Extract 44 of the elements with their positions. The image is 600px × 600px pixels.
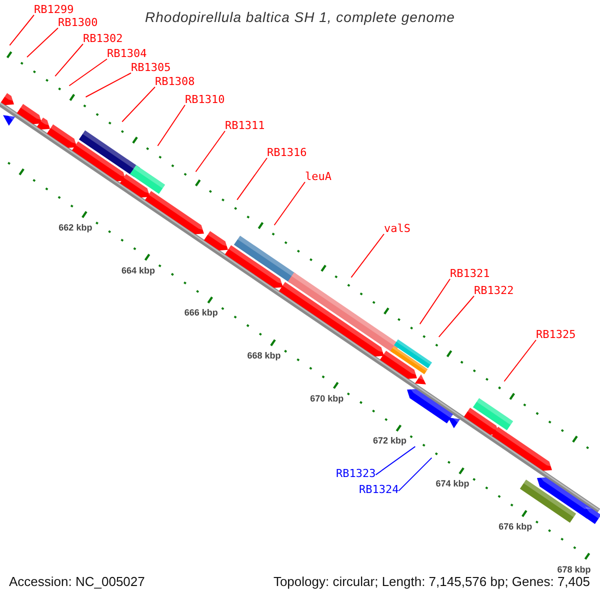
gene-label: leuA [305, 170, 332, 183]
leader-line [85, 72, 132, 98]
gene-label: RB1311 [225, 119, 265, 132]
leader-line [236, 158, 268, 200]
leader-line [9, 14, 34, 46]
scale-label: 672 kbp [372, 436, 406, 447]
scale-label: 674 kbp [436, 478, 470, 490]
scale-label: 670 kbp [310, 393, 344, 404]
scale-label: 676 kbp [498, 521, 532, 532]
leader-line [122, 86, 156, 122]
gene-label: RB1302 [83, 32, 123, 45]
leader-line [54, 44, 84, 77]
scale-label: 668 kbp [247, 350, 281, 362]
leader-line [26, 28, 58, 58]
leader-line [398, 457, 432, 492]
gene-label: RB1304 [107, 47, 147, 60]
leader-line [504, 340, 536, 382]
leader-line [350, 234, 384, 278]
gene-label: RB1322 [474, 284, 514, 297]
scale-label: 662 kbp [58, 222, 92, 234]
leader-line [68, 58, 108, 86]
leader-line [157, 104, 186, 146]
genome-stats-text: Topology: circular; Length: 7,145,576 bp; Genes: 7,405 [273, 574, 590, 590]
gene-label: RB1321 [450, 267, 490, 280]
gene-label: RB1308 [155, 75, 195, 88]
leader-line [419, 278, 450, 325]
leader-line [274, 182, 306, 226]
gene-label: RB1305 [131, 61, 171, 74]
chart-title: Rhodopirellula baltica SH 1, complete genome [145, 8, 455, 26]
gene-label: RB1299 [34, 3, 74, 16]
scale-label: 664 kbp [122, 265, 156, 276]
gene-label: RB1324 [359, 483, 399, 496]
leader-line [438, 296, 474, 338]
gene-label: RB1316 [267, 146, 307, 159]
gene-label: RB1310 [185, 93, 225, 106]
gene-label: RB1325 [536, 328, 576, 341]
accession-text: Accession: NC_005027 [9, 574, 145, 590]
gene-label: RB1323 [336, 467, 376, 480]
gene-label: valS [384, 222, 410, 235]
gene-label: RB1300 [58, 16, 98, 29]
scale-label: 666 kbp [184, 308, 218, 319]
leader-line [375, 446, 416, 476]
scale-label: 678 kbp [557, 564, 591, 575]
leader-line [195, 130, 226, 172]
